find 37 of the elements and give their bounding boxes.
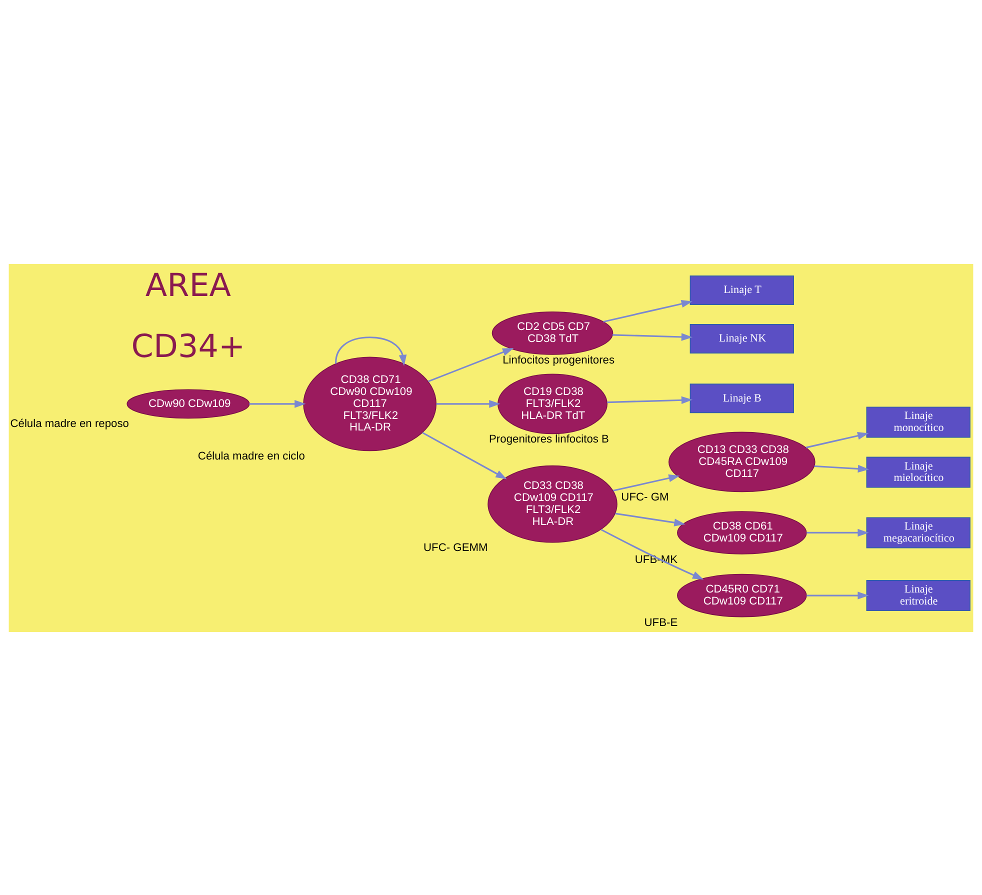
node-label: Célula madre en reposo — [10, 418, 129, 430]
node-label: Linfocitos progenitores — [502, 354, 615, 366]
node-ellipse: CD38 CD71 CDw90 CDw109 CD117 FLT3/FLK2 HLA-DR — [303, 356, 437, 451]
node-label: UFB-E — [644, 616, 678, 628]
node-ellipse: CDw90 CDw109 — [126, 388, 250, 418]
node-ellipse: CD19 CD38 FLT3/FLK2 HLA-DR TdT — [498, 373, 608, 434]
arrow — [335, 336, 407, 366]
node-box: Linaje eritroide — [866, 580, 970, 611]
node-box: Linaje NK — [690, 324, 794, 353]
arrow — [814, 464, 870, 472]
node-ellipse: CD45R0 CD71 CDw109 CD117 — [677, 573, 807, 617]
node-box: Linaje T — [690, 275, 794, 304]
node-box: Linaje megacariocítico — [866, 516, 970, 548]
node-label: Célula madre en ciclo — [198, 450, 305, 462]
arrow — [612, 332, 693, 340]
node-label: UFC- GM — [621, 491, 669, 504]
arrow — [613, 474, 680, 491]
label: CD34+ — [131, 328, 246, 365]
arrow — [806, 591, 869, 599]
arrow — [422, 431, 507, 479]
arrow — [603, 300, 693, 322]
node-box: Linaje monocítico — [866, 406, 970, 438]
node-label: Progenitores linfocitos B — [489, 433, 609, 446]
arrow — [607, 396, 693, 404]
arrow — [806, 431, 869, 448]
arrow — [615, 512, 686, 526]
arrow — [600, 528, 704, 580]
node-box: Linaje B — [690, 383, 794, 413]
arrow — [249, 400, 306, 408]
node-ellipse: CD38 CD61 CDw109 CD117 — [677, 510, 807, 554]
arrow — [428, 348, 514, 382]
node-ellipse: CD33 CD38 CDw109 CD117 FLT3/FLK2 HLA-DR — [488, 464, 618, 542]
label: AREA — [145, 266, 232, 304]
node-box: Linaje mielocítico — [866, 456, 970, 488]
node-label: UFC- GEMM — [424, 542, 488, 554]
arrow — [436, 400, 500, 408]
arrow — [806, 528, 869, 536]
